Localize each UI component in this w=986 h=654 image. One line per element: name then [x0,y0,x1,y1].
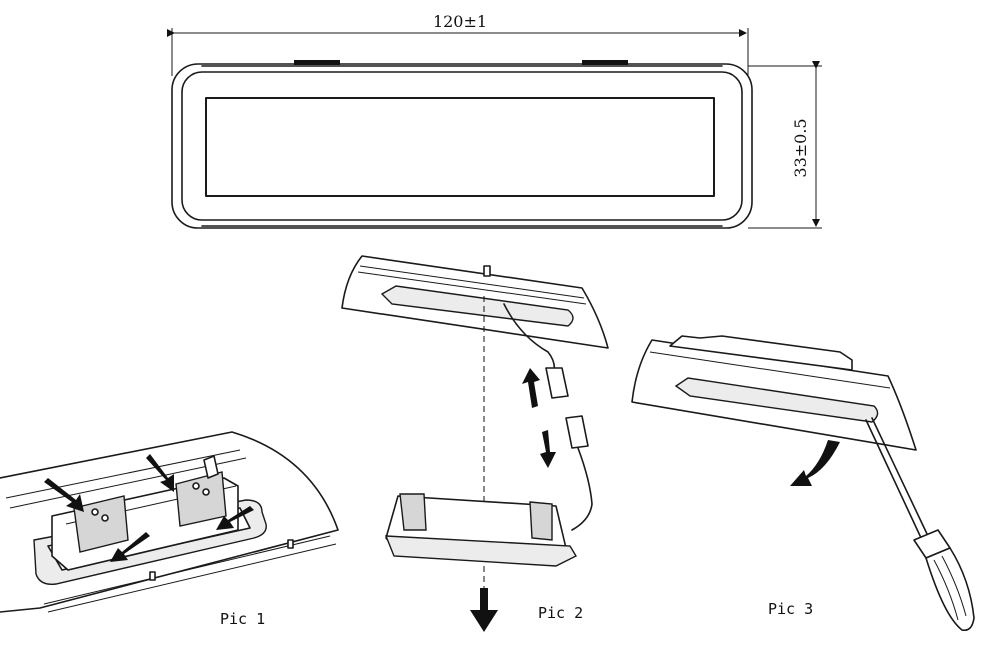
pic1-arrow-3 [110,532,150,562]
pic1-notch2 [287,539,294,549]
pic1-bumper-outline [0,431,339,613]
pic3-handle-groove2 [941,555,967,617]
pic2-wire-bottom [571,447,593,531]
pic1-label: Pic 1 [220,610,265,628]
pic2-notch [483,265,491,277]
pic3-label: Pic 3 [768,600,813,618]
housing-outer-outline [171,63,753,229]
pic2-connector-top [545,367,569,399]
pic1-arrow-4 [216,506,254,530]
pic1-screw2 [101,514,109,522]
housing-inner-outline [181,71,743,221]
height-dimension-label: 33±0.5 [791,118,810,177]
width-dimension-label: 120±1 [433,12,487,31]
pic2-label: Pic 2 [538,604,583,622]
pic3-bumper-outline [631,339,917,451]
pic2-wire-top [503,303,556,373]
pic1-clip-right [175,471,227,527]
pic1-screw4 [202,488,210,496]
pic3-lamp-top [669,335,853,371]
pic1-clip-left [73,495,129,553]
pic1-arrow-2 [146,454,174,492]
pic1-bumper-line1 [5,449,241,499]
pic2-bumper-line2 [357,271,587,305]
pic2-lamp-lens [384,535,577,567]
top-clip-right [582,60,628,65]
pic1-notch1 [149,571,156,581]
pic2-bumper-line1 [359,265,585,299]
pic1-bumper-line4 [47,543,337,613]
pic3-arrow-pry [790,440,840,486]
pic2-bumper-outline [341,255,609,349]
pic1-bumper-line3 [43,535,331,605]
pic1-screw3 [192,482,200,490]
pic3-screwdriver-handle [925,547,975,632]
pic2-clip-left [399,493,427,531]
pic3-illustration: Pic 3 [631,335,975,632]
pic3-screwdriver-shaft2 [871,417,929,537]
top-clip-left [294,60,340,65]
pic2-arrow-up [522,368,540,408]
pic2-arrow-down [540,430,556,468]
pic1-illustration: Pic 1 [0,431,339,628]
pic1-tab [203,455,219,479]
pic3-handle-groove1 [933,559,959,621]
pic1-screw1 [91,508,99,516]
pic2-arrow-remove [470,588,498,632]
pic2-lamp-opening [380,285,574,327]
pic2-connector-bottom [565,415,589,449]
pic2-illustration: Pic 2 [341,255,609,632]
pic3-lamp-lens [674,377,879,423]
pic3-screwdriver-shaft [865,419,923,541]
lamp-top-view-drawing: 120±1 33±0.5 [167,12,822,229]
pic3-bumper-line1 [649,351,891,389]
lens-window [205,97,715,197]
pic1-arrow-1 [44,478,84,512]
pic2-clip-right [529,501,553,541]
